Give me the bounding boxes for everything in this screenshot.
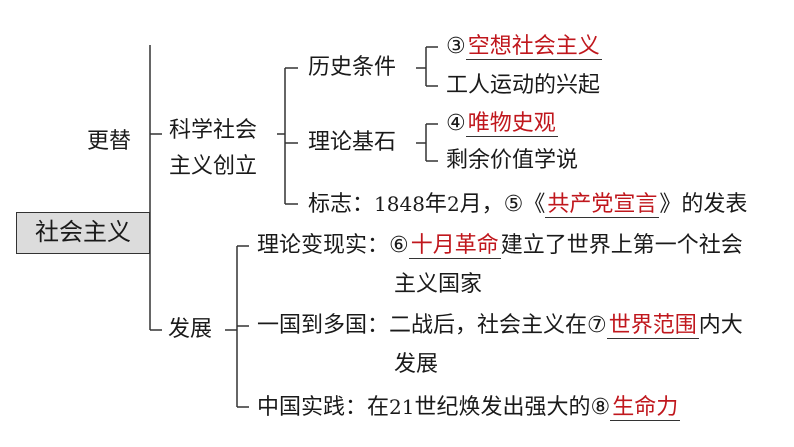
china-middle: 世纪焕发出强大的⑧: [414, 395, 611, 420]
mark-month: 2: [446, 192, 460, 216]
reality-suffix: 建立了世界上第一个社会: [500, 233, 743, 258]
mark-answer: 共产党宣言: [545, 192, 660, 218]
reality-prefix: 理论变现实：⑥: [257, 233, 409, 258]
branch2-label: 发展: [168, 317, 213, 342]
theory-item1-num: ④: [446, 111, 466, 136]
link-label: 更替: [87, 129, 132, 154]
reality-line2: 主义国家: [394, 272, 483, 297]
many-line1: 一国到多国：二战后，社会主义在⑦世界范围内大: [257, 312, 743, 340]
many-suffix: 内大: [698, 313, 743, 338]
theory-item1: ④唯物史观: [446, 110, 558, 138]
theory-label: 理论基石: [308, 130, 397, 155]
china-line: 中国实践：在21世纪焕发出强大的⑧生命力: [257, 393, 681, 422]
mark-suffix: 》的发表: [659, 192, 748, 217]
branch1-label-line2: 主义创立: [169, 154, 258, 179]
many-prefix: 一国到多国：二战后，社会主义在⑦: [257, 313, 607, 338]
history-item2: 工人运动的兴起: [446, 73, 601, 98]
china-century: 21: [389, 395, 415, 419]
history-item1-answer: 空想社会主义: [465, 34, 602, 60]
reality-line1: 理论变现实：⑥十月革命建立了世界上第一个社会: [257, 232, 743, 260]
mark-month-suffix: 月，⑤《: [459, 192, 546, 217]
many-line2: 发展: [394, 352, 439, 377]
mark-prefix: 标志：: [308, 192, 375, 217]
history-label: 历史条件: [308, 55, 397, 80]
history-item1-num: ③: [446, 34, 466, 59]
reality-answer: 十月革命: [408, 233, 501, 259]
branch1-label-line1: 科学社会: [169, 118, 258, 143]
china-prefix: 中国实践：在: [257, 395, 390, 420]
mark-line: 标志：1848年2月，⑤《共产党宣言》的发表: [308, 190, 747, 219]
root-node: 社会主义: [16, 212, 150, 254]
theory-item1-answer: 唯物史观: [465, 111, 558, 137]
theory-item2: 剩余价值学说: [446, 148, 579, 173]
china-answer: 生命力: [610, 395, 681, 421]
many-answer: 世界范围: [606, 313, 699, 339]
mark-year-suffix: 年: [424, 192, 447, 217]
mark-year: 1848: [374, 192, 425, 216]
history-item1: ③空想社会主义: [446, 33, 602, 61]
